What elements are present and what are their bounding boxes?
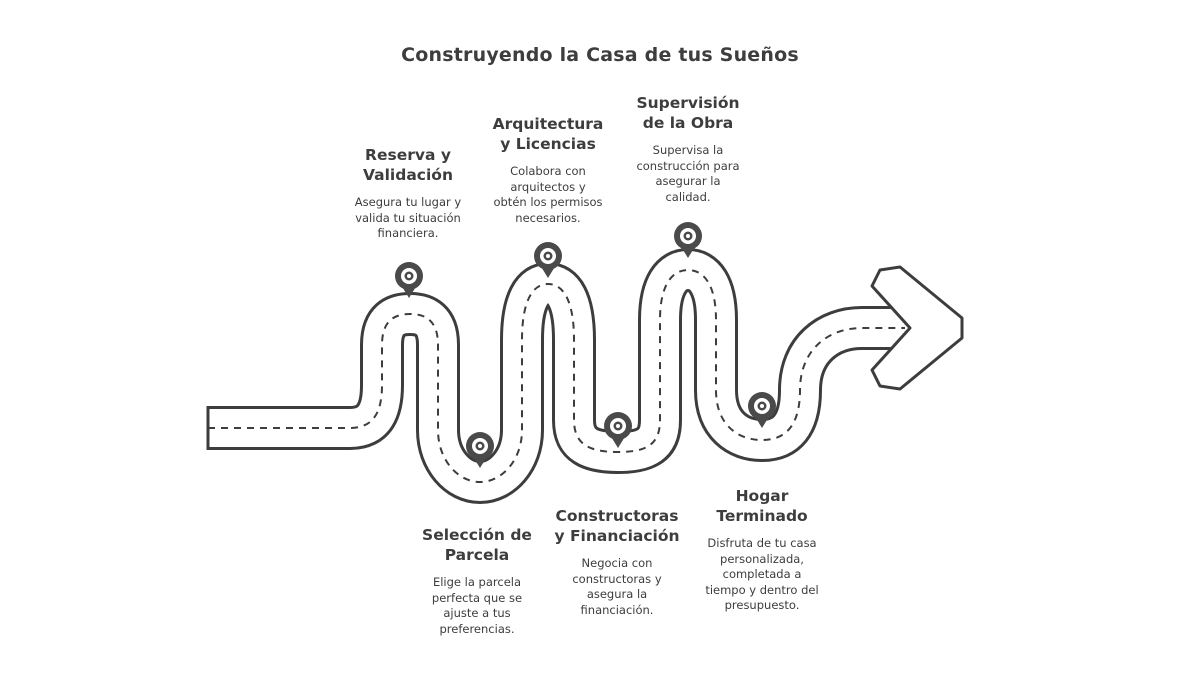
milestone-pin-icon [466,432,494,468]
step-description: Supervisa la construcción para asegurar … [636,143,740,204]
step-seleccion-parcela: Selección de Parcela Elige la parcela pe… [387,525,567,637]
step-description: Asegura tu lugar y valida tu situación f… [354,195,462,240]
milestone-pin-icon [395,262,423,298]
milestone-pin-icon [674,222,702,258]
step-title: Supervisión de la Obra [636,94,740,132]
arrow-head [870,265,964,391]
step-title: Constructoras y Financiación [554,507,680,545]
milestone-pin-icon [748,392,776,428]
step-title: Selección de Parcela [422,526,532,564]
step-title: Arquitectura y Licencias [492,115,604,153]
step-description: Negocia con constructoras y asegura la f… [572,556,662,617]
step-supervision-obra: Supervisión de la Obra Supervisa la cons… [598,93,778,205]
road-surface [208,251,922,501]
road-center-line [208,268,905,484]
step-title: Hogar Terminado [716,487,808,525]
step-reserva-validacion: Reserva y Validación Asegura tu lugar y … [318,145,498,242]
step-arquitectura-licencias: Arquitectura y Licencias Colabora con ar… [458,114,638,226]
step-description: Disfruta de tu casa personalizada, compl… [705,536,819,612]
step-title: Reserva y Validación [363,146,453,184]
step-hogar-terminado: Hogar Terminado Disfruta de tu casa pers… [672,486,852,614]
step-description: Colabora con arquitectos y obtén los per… [493,164,603,225]
milestone-pin-icon [604,412,632,448]
step-constructoras-financiacion: Constructoras y Financiación Negocia con… [527,506,707,618]
step-description: Elige la parcela perfecta que se ajuste … [431,575,523,636]
diagram-title: Construyendo la Casa de tus Sueños [401,44,799,66]
milestone-pin-icon [534,242,562,278]
